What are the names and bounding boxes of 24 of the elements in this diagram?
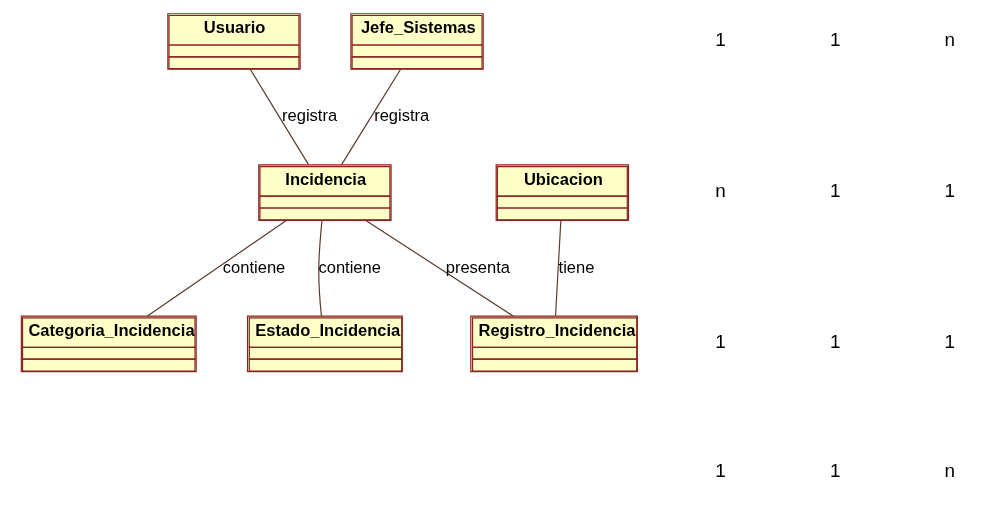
label: 1 <box>829 179 841 201</box>
connector <box>365 219 514 317</box>
label: 1 <box>944 179 955 201</box>
connector <box>249 68 310 165</box>
label: 1 <box>829 330 841 352</box>
label: 1 <box>944 330 955 352</box>
edge-label: registra <box>374 105 430 125</box>
edge-label: tiene <box>558 257 595 277</box>
connector <box>146 219 287 317</box>
connector <box>340 68 402 165</box>
edge-label: contiene <box>318 257 381 277</box>
label: n <box>944 28 955 50</box>
connector <box>554 219 562 316</box>
label: 1 <box>715 459 726 480</box>
edge-label: registra <box>282 105 338 125</box>
connector <box>318 219 323 317</box>
label: 1 <box>715 28 726 50</box>
label: n <box>944 459 955 480</box>
label: 1 <box>829 28 841 50</box>
edge-label: presenta <box>445 257 511 277</box>
label: n <box>715 179 726 201</box>
label: 1 <box>829 459 841 480</box>
label: 1 <box>715 330 726 352</box>
edge-label: contiene <box>222 257 286 277</box>
